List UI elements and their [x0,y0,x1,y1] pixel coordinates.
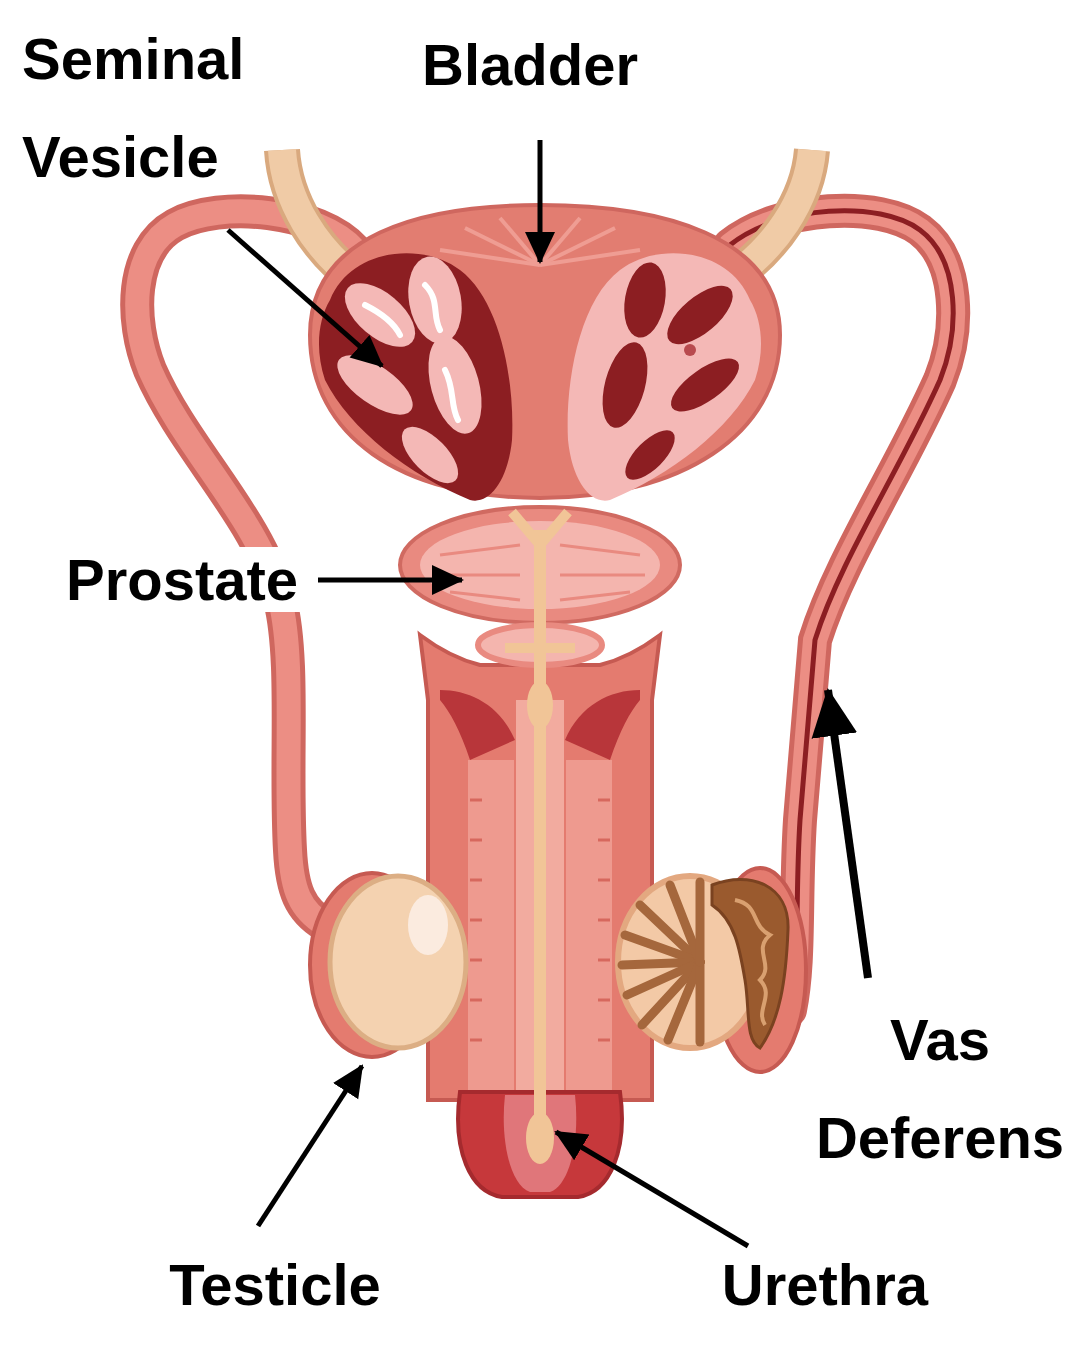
vesicle-lobe [594,337,655,432]
leader-arrow [258,1066,362,1226]
part-label: Testicle [150,1236,400,1334]
leader-arrow [556,1132,748,1246]
part-label-text: Seminal Vesicle [18,26,248,189]
part-label: Urethra [700,1236,950,1334]
vesicle-body [319,253,512,501]
corpus-cavernosum [566,760,612,1090]
vesicle-duct [365,285,458,420]
vesicle-lobe [619,259,672,341]
urethra-cross [505,643,575,653]
part-label-text: Bladder [418,32,642,97]
vesicle-lobe [658,275,742,354]
leader-arrow [828,690,868,978]
vesicle-lobe [419,330,491,439]
urethra-line [534,530,546,1130]
prostate-line [435,574,520,577]
bulb-tissue [440,690,515,760]
tubule [668,962,700,1040]
vesicle-body [568,253,761,501]
tubule [696,962,705,1042]
epididymis [712,879,788,1048]
part-label-text: Urethra [718,1252,932,1317]
bulb-tissue [565,690,640,760]
prostate-line [440,545,520,555]
leader-lines [228,140,868,1246]
part-label: Bladder [400,16,660,114]
urethra-fork [512,512,568,545]
part-label-text: Testicle [165,1252,385,1317]
prostate-line [560,574,645,577]
vesicle-lobe [617,422,682,487]
epididymis-coil [735,900,770,1025]
vesicle-lobe [328,344,422,426]
part-label-text: Vas Deferens [812,1007,1068,1170]
part-label-text: Prostate [62,547,302,612]
testicle-highlight [408,895,448,955]
fold-line [440,250,540,265]
fold-line [540,250,640,265]
seminiferous-tubules [622,882,700,1042]
part-label: Seminal Vesicle [18,10,288,206]
urethra-bulb [527,681,553,729]
tick-marks [598,800,610,1040]
tick-marks [470,800,482,1040]
vesicle-lobe [393,418,468,493]
prostate-line [560,592,630,600]
leader-arrow [538,140,543,262]
prostate-line [560,545,640,555]
leader-arrow [318,578,462,583]
testicle-left [330,876,466,1048]
vesicle-dot [684,344,696,356]
seminal-vesicle-right [568,253,761,501]
leader-arrow [228,230,382,366]
urethra-tube [505,512,575,1164]
seminal-vesicle-left [319,252,512,500]
corpus-cavernosum [468,760,514,1090]
prostate-line [450,592,520,600]
vesicle-lobe [663,349,747,421]
urethra-end [526,1112,554,1164]
part-label: Prostate [62,531,312,629]
tubule [696,882,705,962]
part-label: Vas Deferens [795,991,1080,1187]
